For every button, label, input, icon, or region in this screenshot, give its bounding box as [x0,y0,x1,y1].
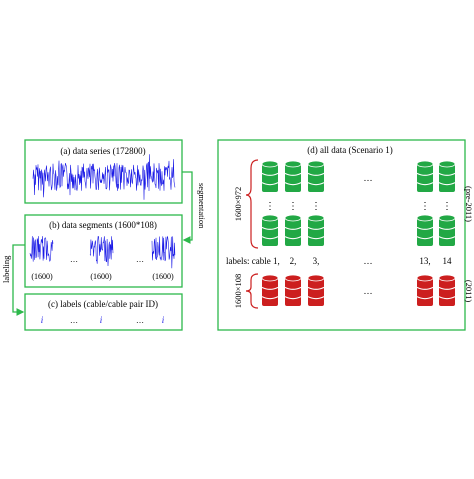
cable-label-14: 14 [443,256,453,266]
segmentation-arrow [182,171,193,244]
database-icon-red-row-2 [284,274,302,306]
database-icon-green-row1-5 [438,160,456,192]
all-data-box [217,139,466,331]
segment-ellipsis-2: … [136,255,144,264]
brace-top-label: 1600×972 [233,187,243,222]
db-vellipsis-3: ⋮ [311,201,321,212]
cable-label-2: 2, [290,256,297,266]
labels-prefix: labels: cable 1, [226,256,280,266]
database-icon-green-row1-2 [284,160,302,192]
cable-label-13: 13, [419,256,430,266]
pre-2011-label: (pre-2011) [464,186,474,222]
db-vellipsis-1: ⋮ [265,201,275,212]
segment-label-3: (1600) [152,272,174,281]
cable-label-ellipsis: … [364,256,373,266]
all-data-title: (d) all data (Scenario 1) [307,145,392,155]
database-icon-red-row-5 [438,274,456,306]
database-icon-green-row1-1 [261,160,279,192]
database-icon-red-row-3 [307,274,325,306]
brace-bottom [245,273,259,309]
database-icon-green-row2-1 [261,214,279,246]
data-series-title: (a) data series (172800) [60,146,145,156]
database-icon-green-row2-5 [438,214,456,246]
labeling-arrow [12,244,25,316]
database-icons [261,160,456,306]
data-segments-title: (b) data segments (1600*108) [49,220,157,230]
database-icon-green-row2-2 [284,214,302,246]
db-vellipsis-5: ⋮ [442,201,452,212]
year-2011-label: (2011) [464,280,474,303]
data-series-signal [32,154,176,200]
database-icon-green-row2-3 [307,214,325,246]
label-ellipsis-1: … [70,316,78,325]
database-icon-red-row-4 [416,274,434,306]
label-ellipsis-2: … [136,316,144,325]
database-icon-green-row2-4 [416,214,434,246]
data-segments-box [24,214,183,288]
segment-waveform-2 [89,235,114,267]
segment-label-2: (1600) [90,272,112,281]
db-row3-ellipsis: … [364,286,373,296]
database-icon-green-row1-3 [307,160,325,192]
labels-title: (c) labels (cable/cable pair ID) [48,299,158,309]
cable-label-3: 3, [313,256,320,266]
label-item-1: i [41,315,44,325]
db-vellipsis-4: ⋮ [420,201,430,212]
labeling-label: labeling [1,255,11,283]
label-item-3: i [162,315,165,325]
db-vellipsis-2: ⋮ [288,201,298,212]
segmentation-label: segmentation [197,183,207,229]
data-series-waveform [32,154,176,200]
brace-bottom-label: 1600×108 [233,274,243,309]
segment-signals [29,235,176,269]
segment-ellipsis-1: … [70,255,78,264]
database-icon-green-row1-4 [416,160,434,192]
labels-box [24,293,183,331]
db-row1-ellipsis: … [364,173,373,183]
database-icon-red-row-1 [261,274,279,306]
label-item-2: i [100,315,103,325]
segment-waveform-1 [29,236,54,262]
segment-waveform-3 [151,235,176,269]
brace-top [245,159,259,249]
segment-label-1: (1600) [31,272,53,281]
